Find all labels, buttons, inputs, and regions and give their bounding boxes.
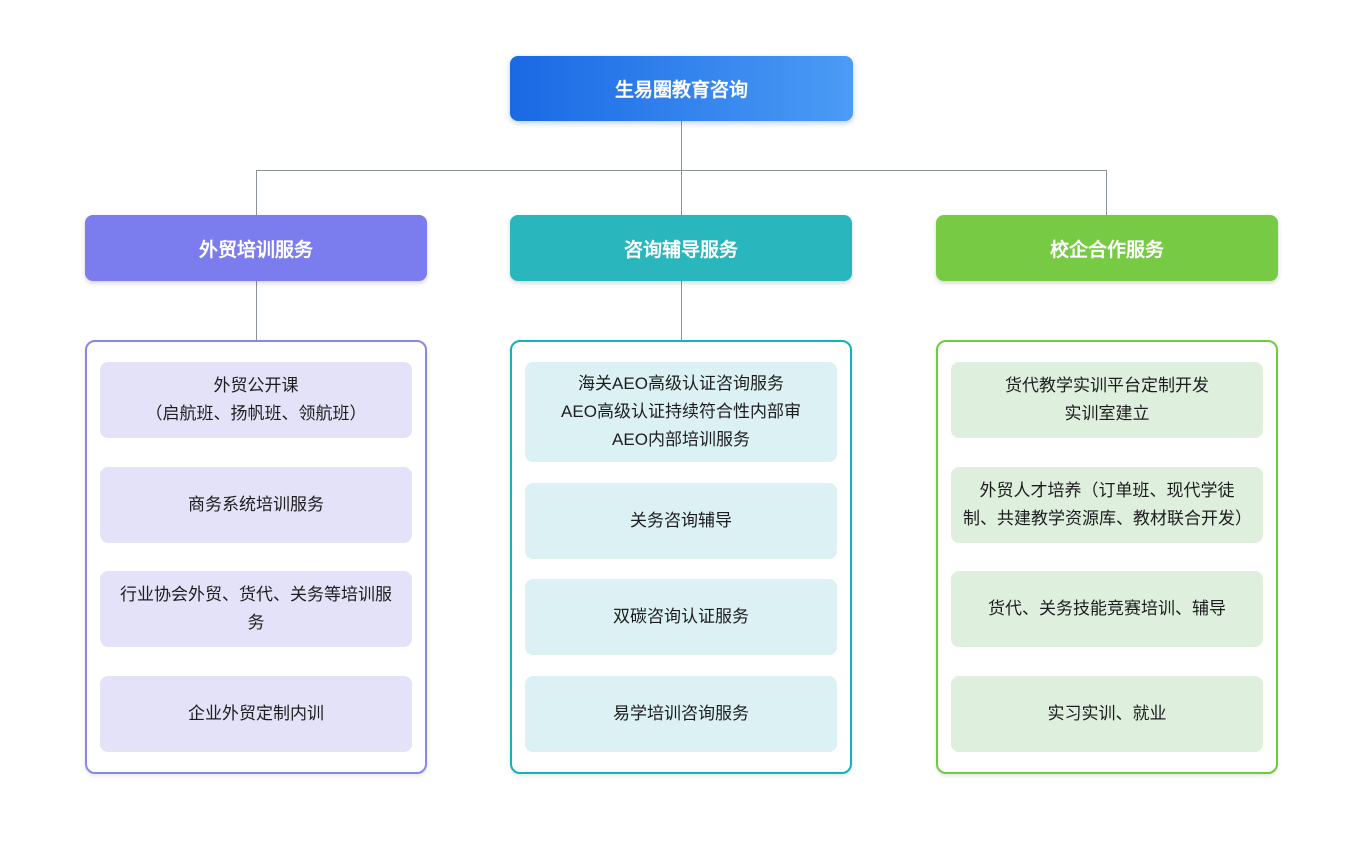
leaf-item: 海关AEO高级认证咨询服务 AEO高级认证持续符合性内部审 AEO内部培训服务: [525, 362, 837, 462]
connector-branch1-to-container: [256, 281, 257, 340]
leaf-item: 关务咨询辅导: [525, 482, 837, 559]
root-node: 生易圈教育咨询: [510, 56, 853, 121]
leaf-item: 易学培训咨询服务: [525, 675, 837, 752]
branch-header-trade-training: 外贸培训服务: [85, 215, 427, 281]
leaf-item: 实习实训、就业: [951, 675, 1263, 752]
connector-branch2-to-container: [681, 281, 682, 340]
leaf-item: 货代、关务技能竞赛培训、辅导: [951, 571, 1263, 648]
connector-branch2-vertical: [681, 170, 682, 216]
branch-container-school-enterprise: 货代教学实训平台定制开发 实训室建立 外贸人才培养（订单班、现代学徒制、共建教学…: [936, 340, 1278, 774]
branch-header-school-enterprise: 校企合作服务: [936, 215, 1278, 281]
branch-container-consulting: 海关AEO高级认证咨询服务 AEO高级认证持续符合性内部审 AEO内部培训服务 …: [510, 340, 852, 774]
leaf-item: 企业外贸定制内训: [100, 675, 412, 752]
connector-root-vertical: [681, 121, 682, 170]
leaf-item: 外贸人才培养（订单班、现代学徒制、共建教学资源库、教材联合开发）: [951, 466, 1263, 543]
branch-container-trade-training: 外贸公开课 （启航班、扬帆班、领航班） 商务系统培训服务 行业协会外贸、货代、关…: [85, 340, 427, 774]
connector-branch1-vertical: [256, 170, 257, 216]
leaf-item: 行业协会外贸、货代、关务等培训服务: [100, 571, 412, 648]
leaf-item: 外贸公开课 （启航班、扬帆班、领航班）: [100, 362, 412, 438]
connector-branch3-vertical: [1106, 170, 1107, 216]
leaf-item: 货代教学实训平台定制开发 实训室建立: [951, 362, 1263, 438]
branch-header-consulting: 咨询辅导服务: [510, 215, 852, 281]
leaf-item: 双碳咨询认证服务: [525, 579, 837, 656]
leaf-item: 商务系统培训服务: [100, 466, 412, 543]
